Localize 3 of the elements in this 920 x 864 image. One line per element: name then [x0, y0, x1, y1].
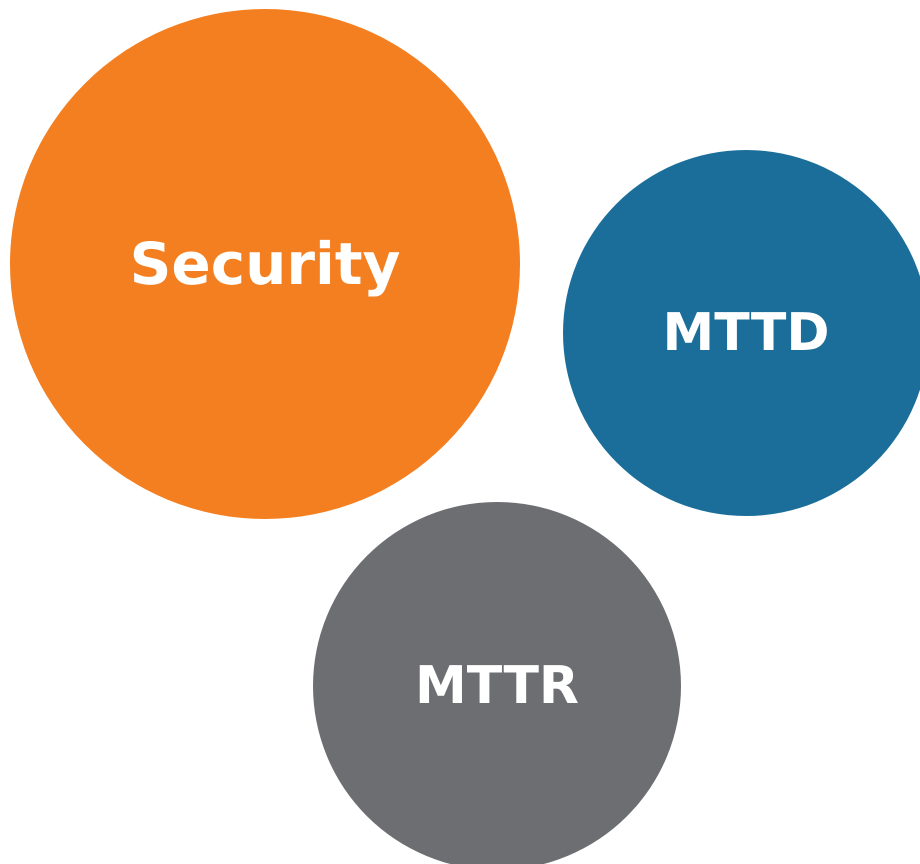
- circle-label: MTTD: [662, 303, 830, 363]
- circle-label: MTTR: [415, 656, 579, 716]
- circle-label: Security: [130, 230, 400, 298]
